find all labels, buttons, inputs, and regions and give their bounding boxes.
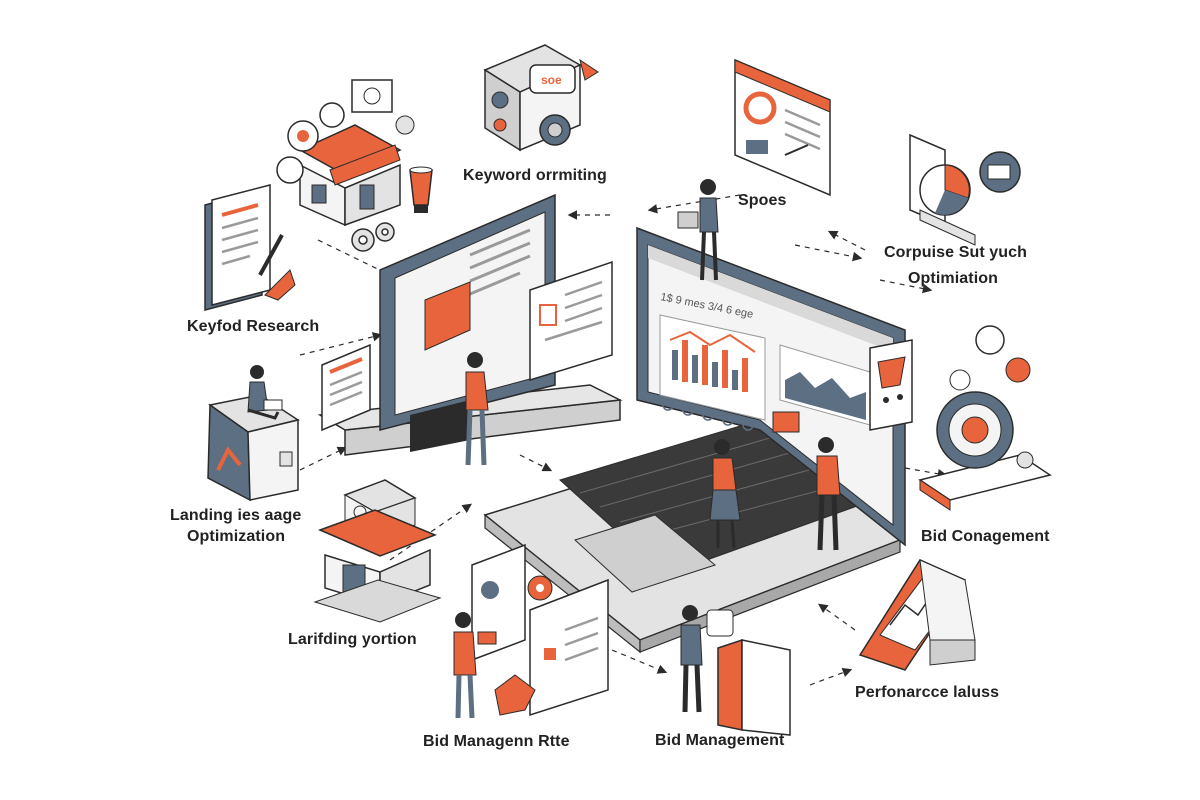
pie-chart-icon [909,133,1021,246]
label-spoes: Spoes [738,192,787,209]
clipboard-icon [204,184,296,311]
storefront-icon [313,479,442,623]
label-bid-management: Bid Management [655,732,785,749]
person-figure [816,437,841,551]
label-corpuise-line2: Optimiation [908,270,998,287]
browser-window-icon [734,58,831,197]
monitor-icon [317,193,623,456]
target-icon [918,325,1052,511]
person-figure [677,179,719,281]
label-landing-line2: Optimization [187,528,286,545]
tent-icon [858,559,976,671]
kiosk-icon [207,394,300,502]
storefront-icon [276,79,415,227]
person-figure [465,352,489,466]
person-figure [453,612,497,719]
label-landing-line1: Landing ies aage [170,507,302,524]
label-keyword-orrmiting: Keyword orrmiting [463,167,607,184]
document-icon [321,343,371,432]
shopping-cart-icon [869,339,913,431]
panel-icon [471,543,609,717]
label-corpuise-line1: Corpuise Sut yuch [884,244,1028,261]
bar-chart-icon [659,314,766,421]
stand-icon [706,609,791,736]
seo-badge-text: soe [541,73,562,87]
person-figure [709,439,741,549]
label-keyfod-research: Keyfod Research [187,318,320,335]
label-bid-managenn-rtte: Bid Managenn Rtte [423,733,570,750]
coffee-cup-icon [409,166,433,213]
label-bid-conagement: Bid Conagement [921,528,1050,545]
label-larifding-yortion: Larifding yortion [288,631,417,648]
document-icon [529,260,613,382]
label-perfonarcce-laluss: Perfonarcce laluss [855,684,1000,701]
robot-icon: soe [483,44,599,152]
person-figure [247,365,283,420]
gear-icon [351,222,395,252]
person-figure [680,605,703,713]
